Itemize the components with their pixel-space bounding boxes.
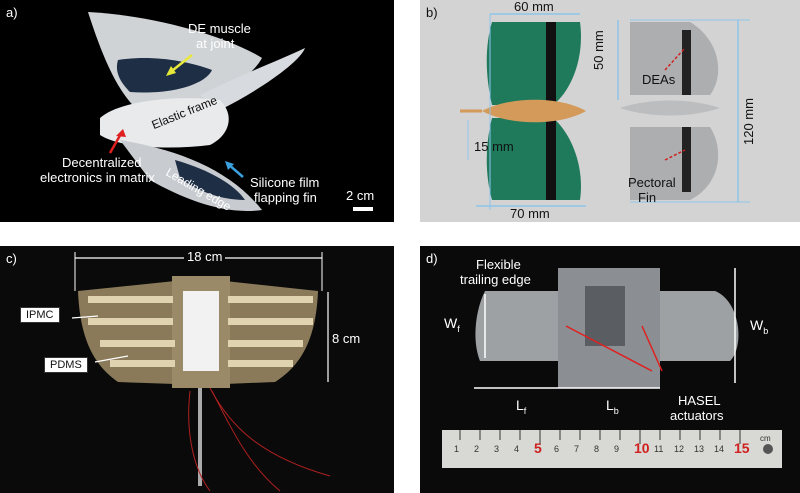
ruler-number: 8 <box>594 444 600 454</box>
panel-c-photo <box>71 252 331 492</box>
de-muscle-label-2: at joint <box>196 36 235 51</box>
width-18-label: 18 cm <box>184 249 226 265</box>
panel-a-letter: a) <box>6 5 18 20</box>
silicone-label-2: flapping fin <box>254 190 317 205</box>
hasel-label-2: actuators <box>670 408 724 423</box>
ruler-ticks <box>459 430 741 444</box>
ruler-number: 12 <box>674 444 685 454</box>
trailing-edge-label-1: Flexible <box>476 257 521 272</box>
fin-left <box>475 291 560 361</box>
wb-label: Wb <box>750 317 769 337</box>
fin-green-upper <box>486 22 581 105</box>
ipmc-pointer <box>71 315 99 319</box>
right-wing <box>200 48 305 110</box>
lb-main: L <box>606 397 614 413</box>
ruler <box>442 430 782 468</box>
fin-green-lower <box>486 118 581 200</box>
ruler-unit: cm <box>760 434 771 443</box>
panel-a-photo <box>88 12 373 211</box>
wf-main: W <box>444 315 458 331</box>
ruler-number: 10 <box>634 440 650 456</box>
height-8-label: 8 cm <box>332 331 361 346</box>
decentralized-label-1: Decentralized <box>62 155 142 170</box>
ruler-hole <box>763 444 773 454</box>
wire-2 <box>211 390 281 492</box>
scale-bar <box>353 207 373 211</box>
panel-d-letter: d) <box>426 251 438 266</box>
pdms-pointer <box>94 355 129 363</box>
decentralized-label-2: electronics in matrix <box>40 170 155 185</box>
wire-1 <box>209 387 331 477</box>
lf-main: L <box>516 397 524 413</box>
fin-gray-upper <box>630 22 719 95</box>
upper-membrane <box>116 58 212 93</box>
ruler-number: 2 <box>474 444 480 454</box>
panel-c-letter: c) <box>6 251 17 266</box>
ruler-number: 4 <box>514 444 520 454</box>
hasel-pointer-2 <box>641 325 663 372</box>
width-70-label: 70 mm <box>510 206 550 221</box>
scale-label: 2 cm <box>346 188 375 203</box>
pectoral-label-2: Fin <box>638 190 657 205</box>
wb-sub: b <box>763 325 769 336</box>
lb-sub: b <box>613 405 619 416</box>
pectoral-label-1: Pectoral <box>628 175 676 190</box>
ruler-number: 5 <box>534 440 542 456</box>
panel-b-render <box>460 13 750 210</box>
arrow-electronics-head <box>116 129 126 137</box>
ruler-number: 1 <box>454 444 460 454</box>
left-wing <box>78 281 175 384</box>
lf-sub: f <box>523 405 527 416</box>
lower-membrane <box>175 160 245 200</box>
panel-c: c) 18 cm 8 cm IPMC PDMS <box>0 246 394 493</box>
dea-upper <box>682 30 691 95</box>
deas-label: DEAs <box>642 72 676 87</box>
height-50-label: 50 mm <box>591 30 606 70</box>
wire-3 <box>188 390 211 492</box>
body-gray <box>620 100 720 116</box>
ruler-number: 15 <box>734 440 750 456</box>
arrow-de-muscle-head <box>166 66 176 76</box>
center-block <box>183 291 219 371</box>
wf-sub: f <box>457 323 460 334</box>
pdms-label: PDMS <box>44 357 88 373</box>
ruler-number: 14 <box>714 444 725 454</box>
ruler-number: 6 <box>554 444 560 454</box>
width-60-label: 60 mm <box>514 0 554 14</box>
ipmc-label: IPMC <box>20 307 60 323</box>
ruler-number: 9 <box>614 444 620 454</box>
trailing-edge-label-2: trailing edge <box>460 272 531 287</box>
hasel-pointer-1 <box>565 325 653 372</box>
body-gold <box>482 99 586 123</box>
arrow-silicone-head <box>225 161 234 170</box>
body-15-label: 15 mm <box>474 139 514 154</box>
fin-right <box>658 291 739 361</box>
hasel-label-1: HASEL <box>678 393 721 408</box>
panel-b-letter: b) <box>426 5 438 20</box>
ruler-number: 3 <box>494 444 500 454</box>
right-wing <box>225 281 318 384</box>
panel-d-photo <box>442 268 782 468</box>
actuator-core <box>585 286 625 346</box>
panel-b: b) 60 mm 50 mm DEAs 15 mm 120 mm Pectora… <box>420 0 800 222</box>
height-120-label: 120 mm <box>741 98 756 145</box>
panel-d: d) Flexible trailing edge Wf Wb Lf Lb HA… <box>420 246 800 493</box>
body <box>100 98 229 148</box>
fin-gray-lower <box>630 127 719 200</box>
wb-main: W <box>750 317 764 333</box>
panel-a: a) DE muscle at joint Elastic frame Dece… <box>0 0 394 222</box>
ruler-number: 13 <box>694 444 705 454</box>
lb-label: Lb <box>606 397 619 417</box>
silicone-label-1: Silicone film <box>250 175 320 190</box>
ipmc-strips <box>88 296 313 367</box>
lf-label: Lf <box>516 397 527 417</box>
de-muscle-label-1: DE muscle <box>188 21 251 36</box>
ruler-number: 7 <box>574 444 580 454</box>
wf-label: Wf <box>444 315 460 335</box>
dea-lower <box>682 127 691 192</box>
ruler-number: 11 <box>654 444 664 454</box>
fin-pointer <box>664 149 686 161</box>
